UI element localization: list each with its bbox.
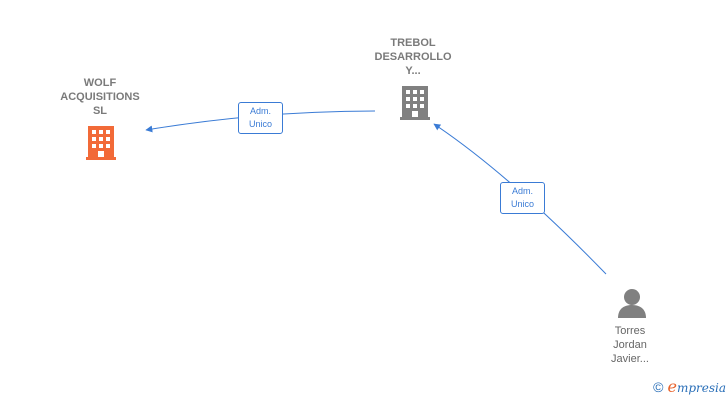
building-icon[interactable]: [400, 86, 430, 120]
edge-label-torres-trebol: Adm. Unico: [500, 182, 545, 214]
person-icon[interactable]: [618, 289, 646, 318]
edge-label-trebol-wolf: Adm. Unico: [238, 102, 283, 134]
brand-logo: empresia: [667, 377, 726, 396]
copyright-icon: ©: [653, 378, 664, 395]
footer-brand[interactable]: © empresia: [653, 377, 726, 396]
node-label-torres[interactable]: Torres Jordan Javier...: [611, 325, 649, 365]
node-label-trebol[interactable]: TREBOL DESARROLLO Y...: [374, 37, 452, 77]
building-icon[interactable]: [86, 126, 116, 160]
node-label-wolf[interactable]: WOLF ACQUISITIONS SL: [60, 77, 140, 117]
